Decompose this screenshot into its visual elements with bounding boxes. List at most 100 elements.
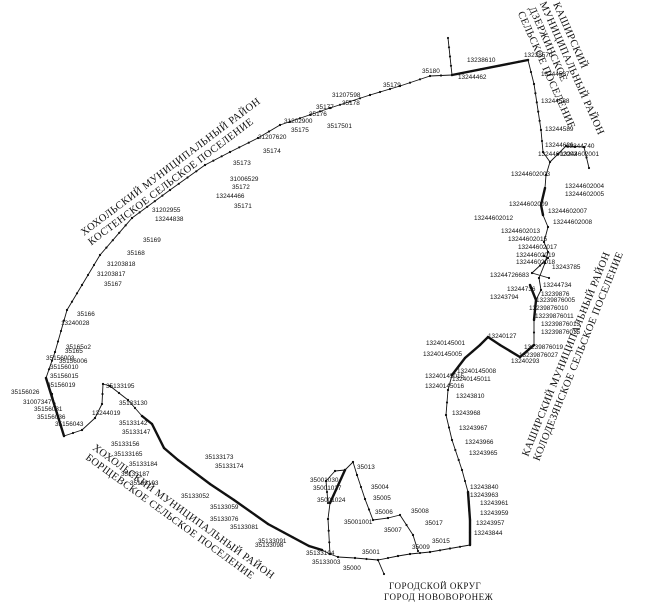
boundary-vertex bbox=[195, 170, 198, 173]
boundary-vertex bbox=[585, 156, 588, 159]
boundary-vertex bbox=[508, 349, 512, 353]
point-label: 13244626 bbox=[545, 142, 574, 149]
point-label: 35009 bbox=[412, 544, 430, 551]
point-label: 35133130 bbox=[119, 400, 148, 407]
boundary-vertex bbox=[532, 82, 536, 86]
point-label: 13243840 bbox=[470, 484, 499, 491]
boundary-vertex bbox=[534, 92, 537, 95]
point-label: 31202900 bbox=[284, 118, 313, 125]
boundary-vertex bbox=[386, 556, 390, 560]
region-label-khokholsky-borshchevskoe: ХОХОЛЬСКИЙ МУНИЦИПАЛЬНЫЙ РАЙОН БОРЩЕВСКО… bbox=[83, 442, 277, 582]
boundary-vertex bbox=[328, 552, 332, 556]
boundary-vertex bbox=[105, 246, 108, 249]
boundary-vertex bbox=[408, 81, 412, 84]
boundary-vertex bbox=[564, 144, 568, 148]
boundary-vertex bbox=[212, 159, 215, 162]
point-label: 13244602003 bbox=[511, 171, 551, 178]
boundary-vertex bbox=[542, 254, 546, 258]
point-label: 35133156 bbox=[111, 441, 140, 448]
region-label-khokholsky-kostenskoe: ХОХОЛЬСКИЙ МУНИЦИПАЛЬНЫЙ РАЙОН КОСТЕНСКО… bbox=[79, 95, 263, 248]
boundary-vertex bbox=[340, 477, 343, 480]
boundary-vertex bbox=[65, 308, 69, 312]
boundary-vertex bbox=[546, 256, 550, 260]
boundary-vertex bbox=[537, 110, 540, 113]
boundary-vertex bbox=[162, 446, 166, 450]
point-label: 35133195 bbox=[106, 383, 135, 390]
point-label: 13243961 bbox=[480, 500, 509, 507]
boundary-vertex bbox=[343, 468, 347, 472]
boundary-vertex bbox=[328, 501, 332, 505]
boundary-vertices bbox=[44, 36, 591, 576]
point-label: 13240145011 bbox=[452, 376, 491, 383]
point-label: 13243785 bbox=[552, 264, 581, 271]
boundary-vertex bbox=[224, 493, 228, 496]
point-label: 13240293 bbox=[511, 358, 540, 365]
boundary-vertex bbox=[53, 350, 57, 354]
point-label: 13243966 bbox=[465, 439, 494, 446]
boundary-vertex bbox=[468, 543, 472, 547]
boundary-vertex bbox=[324, 479, 328, 483]
point-label: 13243844 bbox=[474, 530, 503, 537]
boundary-vertex bbox=[418, 78, 422, 81]
point-label: 35156006 bbox=[59, 358, 88, 365]
boundary-vertex bbox=[411, 533, 415, 537]
point-label: 13240145008 bbox=[457, 368, 497, 375]
boundary-vertex bbox=[328, 106, 332, 110]
boundary-vertex bbox=[169, 452, 173, 456]
point-label: 13244462 bbox=[458, 74, 487, 81]
point-label: 35133052 bbox=[181, 493, 210, 500]
boundary-vertex bbox=[327, 529, 330, 532]
boundary-vertex bbox=[86, 273, 90, 277]
boundary-vertex bbox=[498, 64, 501, 67]
point-label: 31202955 bbox=[152, 207, 181, 214]
boundary-vertex bbox=[336, 485, 339, 488]
boundary-vertex bbox=[450, 373, 454, 377]
boundary-vertex bbox=[526, 58, 530, 62]
boundary-vertex bbox=[318, 110, 322, 113]
boundary-vertex bbox=[546, 250, 550, 254]
boundary-vertex bbox=[93, 416, 97, 420]
boundary-vertex bbox=[71, 431, 75, 435]
point-label: 35171 bbox=[234, 203, 252, 210]
point-label: 35000 bbox=[343, 565, 361, 572]
point-label: 13244602017 bbox=[518, 244, 558, 251]
boundary-vertex bbox=[333, 469, 337, 473]
boundary-vertex bbox=[450, 438, 454, 442]
boundary-vertex bbox=[307, 544, 311, 548]
boundary-vertex bbox=[368, 93, 372, 97]
boundary-vertex bbox=[44, 376, 48, 380]
boundary-vertex bbox=[530, 271, 534, 275]
point-label: 35006 bbox=[375, 509, 393, 516]
boundary-vertex bbox=[587, 166, 591, 170]
point-label: 35176 bbox=[309, 111, 327, 118]
boundary-vertex bbox=[326, 517, 330, 521]
boundary-vertex bbox=[542, 240, 546, 244]
boundary-vertex bbox=[220, 155, 223, 158]
boundary-vertex bbox=[108, 384, 112, 388]
boundary-vertex bbox=[534, 298, 538, 302]
point-label: 35156010 bbox=[50, 364, 79, 371]
boundary-vertex bbox=[177, 182, 180, 185]
boundary-vertex bbox=[533, 308, 537, 312]
boundary-vertex bbox=[168, 188, 172, 192]
boundary-vertex bbox=[388, 87, 392, 91]
boundary-vertex bbox=[460, 72, 463, 75]
boundary-vertex bbox=[320, 548, 324, 552]
point-label: 35156031 bbox=[34, 406, 63, 413]
boundary-vertex bbox=[156, 434, 160, 438]
boundary-vertex bbox=[537, 276, 541, 280]
boundary-vertex bbox=[80, 283, 84, 287]
boundary-vertex bbox=[467, 500, 470, 503]
boundary-vertex bbox=[62, 319, 66, 322]
boundary-vertex bbox=[75, 292, 79, 295]
point-label: 35156036 bbox=[37, 414, 66, 421]
boundary-vertex bbox=[299, 540, 302, 543]
svg-text:ГОРОД НОВОВОРОНЕЖ: ГОРОД НОВОВОРОНЕЖ bbox=[384, 592, 494, 602]
boundary-vertex bbox=[153, 200, 156, 203]
point-label: 13239876015 bbox=[541, 329, 581, 336]
boundary-vertex bbox=[325, 490, 329, 494]
point-label: 13239876011 bbox=[535, 313, 574, 320]
boundary-vertex bbox=[532, 331, 536, 334]
boundary-vertex bbox=[56, 340, 60, 343]
